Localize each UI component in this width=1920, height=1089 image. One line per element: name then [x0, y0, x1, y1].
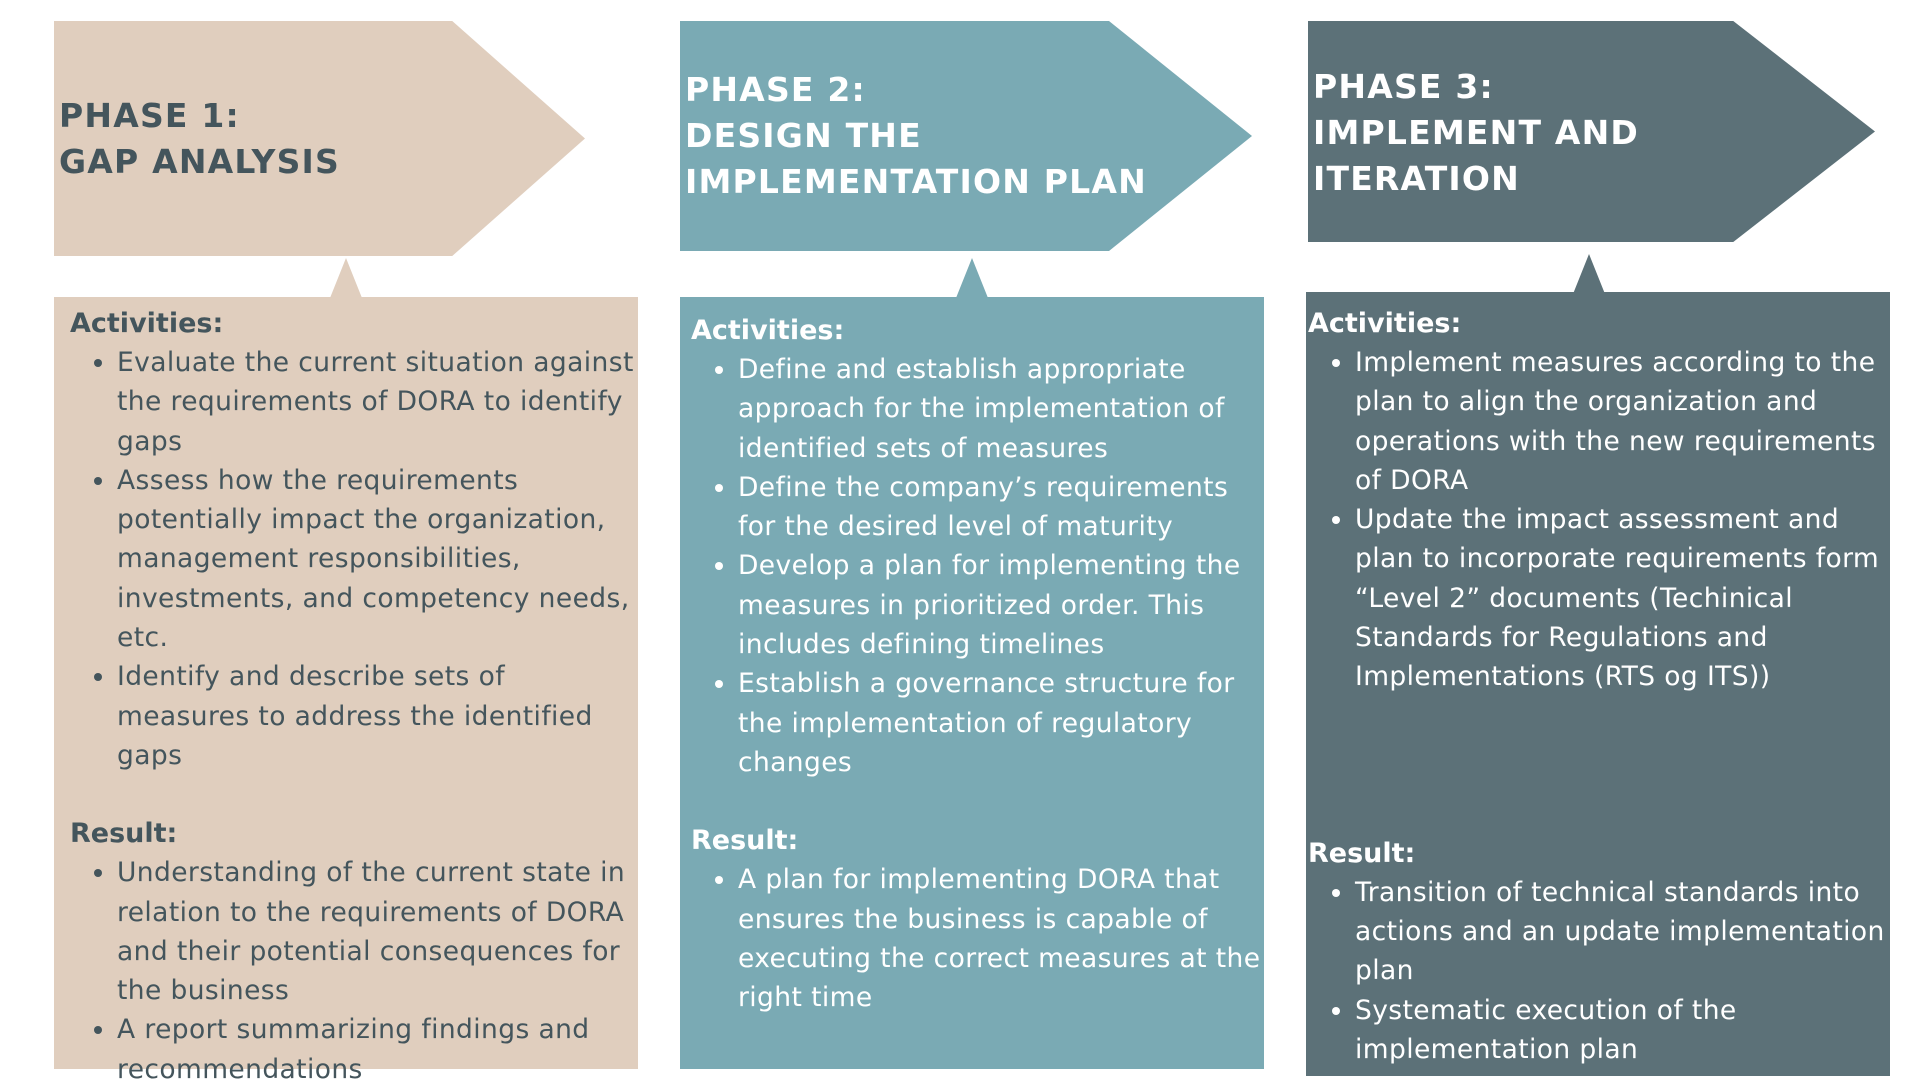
phase-3-arrow: PHASE 3: IMPLEMENT AND ITERATION	[1308, 21, 1875, 242]
list-item: A report summarizing findings and recomm…	[117, 1010, 638, 1089]
phase-3-title-line: PHASE 3:	[1313, 67, 1494, 106]
phase-2-title-line: IMPLEMENTATION PLAN	[685, 162, 1147, 201]
phase-3-details: Activities: Implement measures according…	[1306, 292, 1890, 1076]
phase-1-arrow: PHASE 1: GAP ANALYSIS	[54, 21, 585, 256]
phase-1-title: PHASE 1: GAP ANALYSIS	[59, 93, 340, 185]
phase-1-title-line: PHASE 1:	[59, 96, 240, 135]
list-item: Evaluate the current situation against t…	[117, 343, 638, 461]
phase-2-result-list: A plan for implementing DORA that ensure…	[691, 860, 1264, 1017]
list-item: Transition of technical standards into a…	[1355, 873, 1890, 991]
phase-1-activities-heading: Activities:	[70, 308, 224, 339]
phase-2-title: PHASE 2: DESIGN THE IMPLEMENTATION PLAN	[685, 67, 1147, 205]
phase-2-result-heading: Result:	[691, 825, 799, 857]
phase-1-result-list: Understanding of the current state in re…	[70, 853, 638, 1089]
list-item: Systematic execution of the implementati…	[1355, 991, 1890, 1070]
phase-3-result-heading: Result:	[1308, 837, 1416, 869]
phase-2-arrow: PHASE 2: DESIGN THE IMPLEMENTATION PLAN	[680, 21, 1252, 251]
phase-1-pointer	[330, 258, 362, 298]
list-item: Identify and describe sets of measures t…	[117, 657, 638, 775]
phase-3-activities-list: Implement measures according to the plan…	[1308, 343, 1890, 697]
phase-1-activities-list: Evaluate the current situation against t…	[70, 343, 638, 775]
phase-3-activities-heading: Activities:	[1308, 308, 1462, 339]
phase-1-title-line: GAP ANALYSIS	[59, 142, 340, 181]
phase-2-title-line: PHASE 2:	[685, 70, 866, 109]
phase-3-title-line: ITERATION	[1313, 159, 1520, 198]
phase-2-title-line: DESIGN THE	[685, 116, 922, 155]
list-item: Update the impact assessment and plan to…	[1355, 500, 1890, 696]
phase-3-pointer	[1573, 254, 1605, 294]
list-item: Define the company’s requirements for th…	[738, 468, 1264, 547]
phase-1-details: Activities: Evaluate the current situati…	[54, 297, 638, 1085]
phase-1-result-heading: Result:	[70, 818, 178, 850]
phase-2-activities-list: Define and establish appropriate approac…	[691, 350, 1264, 782]
list-item: Define and establish appropriate approac…	[738, 350, 1264, 468]
phase-3-title-line: IMPLEMENT AND	[1313, 113, 1640, 152]
list-item: A plan for implementing DORA that ensure…	[738, 860, 1264, 1017]
phase-2-activities-heading: Activities:	[691, 315, 845, 346]
phase-2-details: Activities: Define and establish appropr…	[680, 297, 1264, 1069]
list-item: Understanding of the current state in re…	[117, 853, 638, 1010]
list-item: Develop a plan for implementing the meas…	[738, 546, 1264, 664]
phase-2-pointer	[956, 258, 988, 298]
list-item: Assess how the requirements potentially …	[117, 461, 638, 657]
list-item: Implement measures according to the plan…	[1355, 343, 1890, 500]
phase-3-title: PHASE 3: IMPLEMENT AND ITERATION	[1313, 64, 1639, 202]
list-item: Establish a governance structure for the…	[738, 664, 1264, 782]
phase-3-result-list: Transition of technical standards into a…	[1308, 873, 1890, 1069]
